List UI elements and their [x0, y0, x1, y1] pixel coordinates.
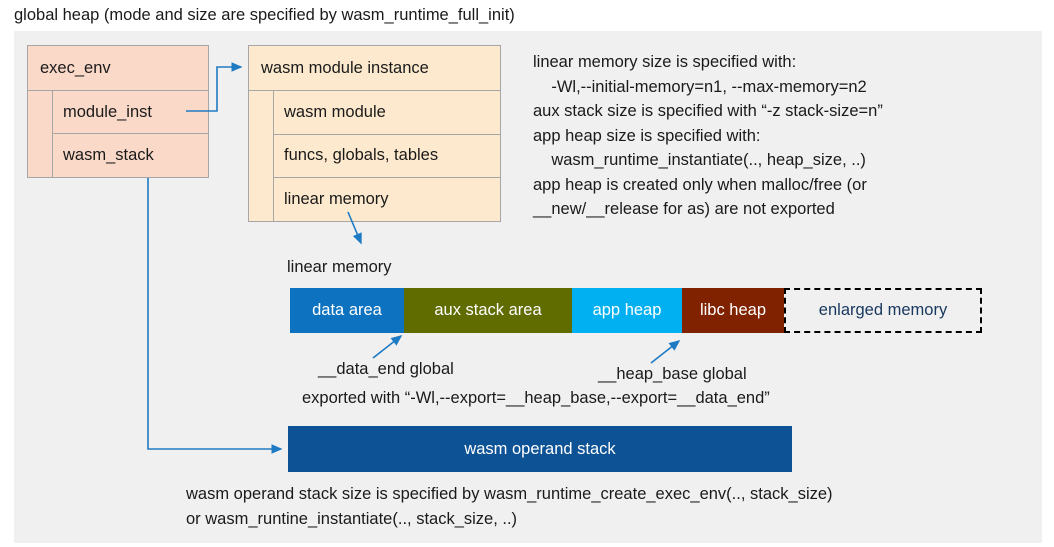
linear-memory-note: linear memory size is specified with: -W…: [533, 53, 883, 218]
exec-env-gutter: [28, 91, 53, 178]
wasm-module-instance-box: wasm module instance wasm module funcs, …: [248, 45, 501, 222]
memory-segment-aux-stack-area: aux stack area: [404, 288, 572, 333]
exec-env-rows: module_inst wasm_stack: [28, 91, 208, 178]
annotation-data-end: __data_end global: [318, 360, 454, 378]
exec-env-row-module-inst: module_inst: [53, 91, 208, 134]
memory-segment-data-area: data area: [290, 288, 404, 333]
exec-env-row-wasm-stack: wasm_stack: [63, 146, 154, 164]
annotation-exported-with: exported with “-Wl,--export=__heap_base,…: [302, 389, 770, 407]
exec-env-box: exec_env module_inst wasm_stack: [27, 45, 209, 178]
exec-env-header: exec_env: [28, 46, 208, 91]
row-linear-memory: linear memory: [284, 190, 389, 209]
wasm-operand-stack-box: wasm operand stack: [288, 426, 792, 472]
memory-segment-app-heap: app heap: [572, 288, 682, 333]
wasm-module-instance-rows: wasm module funcs, globals, tables linea…: [249, 91, 500, 222]
page-title: global heap (mode and size are specified…: [14, 6, 515, 24]
memory-segment-libc-heap: libc heap: [682, 288, 784, 333]
wasm-module-instance-gutter: [249, 91, 274, 222]
operand-stack-size-note: wasm operand stack size is specified by …: [186, 485, 833, 528]
memory-segment-enlarged-memory: enlarged memory: [784, 288, 982, 333]
row-wasm-module: wasm module: [274, 91, 500, 135]
linear-memory-caption: linear memory: [287, 258, 392, 276]
annotation-heap-base: __heap_base global: [598, 365, 747, 383]
wasm-module-instance-header: wasm module instance: [249, 46, 500, 91]
row-funcs-globals-tables: funcs, globals, tables: [274, 135, 500, 179]
